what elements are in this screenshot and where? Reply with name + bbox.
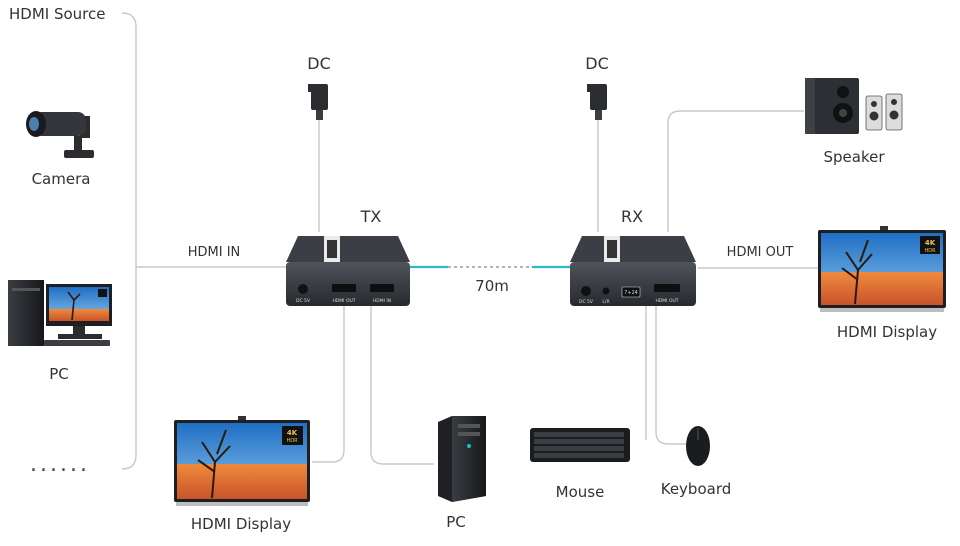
rx-keyboard-line	[655, 305, 686, 445]
tx-extender-device: DC 5V HDMI OUT HDMI IN	[286, 236, 410, 306]
hdmi-display-right-label: HDMI Display	[836, 323, 938, 341]
keyboard-icon	[530, 428, 630, 462]
hdr-badge-bottom-sub: HDR	[286, 438, 298, 444]
rx-port-hdmi-out-label: HDMI OUT	[655, 298, 678, 304]
pc-left-label: PC	[49, 365, 69, 383]
camera-label: Camera	[31, 170, 91, 188]
hdr-badge-bottom: 4K	[287, 429, 298, 437]
hdmi-display-right-icon: 4K HDR	[818, 226, 946, 312]
pc-left-icon	[8, 280, 112, 346]
rx-extender-device: DC 5V L/R 7+24 HDMI OUT	[570, 236, 696, 306]
tx-port-dc-label: DC 5V	[296, 298, 311, 304]
pc-bottom-label: PC	[446, 513, 466, 531]
tx-port-hdmi-out-label: HDMI OUT	[332, 298, 355, 304]
speaker-icon	[805, 78, 903, 134]
rx-label: RX	[620, 207, 644, 226]
more-sources-label: ......	[30, 452, 90, 477]
distance-label: 70m	[475, 277, 509, 295]
tx-label: TX	[360, 207, 382, 226]
rx-dc-label: DC	[585, 54, 609, 73]
connection-lines	[121, 12, 818, 470]
tx-hdmi-out-line	[312, 305, 345, 463]
tx-usb-line	[370, 305, 434, 465]
hdmi-in-label: HDMI IN	[187, 245, 241, 260]
rx-dc-adapter	[587, 84, 607, 120]
hdmi-display-bottom-icon: 4K HDR	[174, 416, 310, 506]
speaker-line	[667, 110, 804, 232]
hdmi-out-label: HDMI OUT	[726, 245, 794, 260]
camera-icon	[26, 111, 94, 158]
speaker-label: Speaker	[823, 148, 885, 166]
tx-dc-adapter	[308, 84, 328, 120]
mouse-icon	[686, 426, 710, 466]
rx-port-ir-label: L/R	[602, 299, 609, 305]
hdr-badge-right-sub: HDR	[924, 248, 936, 254]
mouse-label: Mouse	[555, 483, 605, 501]
source-bracket-line	[121, 12, 137, 470]
hdmi-display-bottom-label: HDMI Display	[190, 515, 292, 533]
pc-tower-bottom-icon	[438, 416, 486, 502]
rx-port-usb-label: 7+24	[624, 290, 638, 296]
rx-port-dc-label: DC 5V	[579, 299, 594, 305]
hdmi-source-label: HDMI Source	[9, 5, 106, 23]
keyboard-label: Keyboard	[660, 480, 732, 498]
tx-dc-label: DC	[307, 54, 331, 73]
tx-port-hdmi-in-label: HDMI IN	[373, 298, 391, 304]
hdr-badge-right: 4K	[925, 239, 936, 247]
